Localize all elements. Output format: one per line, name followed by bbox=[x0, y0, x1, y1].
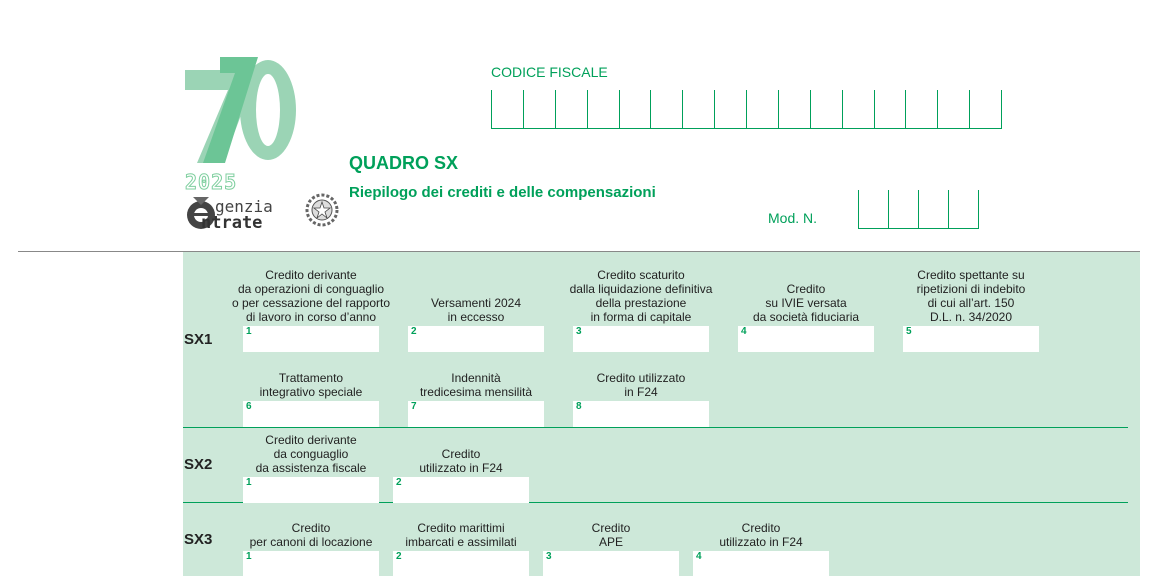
char-cell[interactable] bbox=[556, 90, 588, 128]
sx1-field-7-label: Indennità tredicesima mensilità bbox=[419, 371, 533, 399]
sx3-field-4-label: Credito utilizzato in F24 bbox=[719, 521, 803, 549]
char-cell[interactable] bbox=[970, 90, 1002, 128]
sx1-field-6-label: Trattamento integrativo speciale bbox=[259, 371, 363, 399]
agency-e-icon bbox=[187, 197, 215, 229]
char-cell[interactable] bbox=[588, 90, 620, 128]
sx2-field-1-input[interactable]: 1 bbox=[243, 477, 379, 503]
sx1-field-1-input[interactable]: 1 bbox=[243, 326, 379, 352]
sx1-field-2-label: Versamenti 2024 in eccesso bbox=[430, 296, 522, 324]
field-number: 3 bbox=[546, 551, 552, 562]
field-number: 1 bbox=[246, 326, 252, 337]
field-number: 2 bbox=[411, 326, 417, 337]
sx1-field-7-input[interactable]: 7 bbox=[408, 401, 544, 427]
modello-770-logo bbox=[185, 57, 296, 163]
page-subtitle: Riepilogo dei crediti e delle compensazi… bbox=[349, 184, 656, 201]
sx3-field-2-label: Credito marittimi imbarcati e assimilati bbox=[405, 521, 517, 549]
sx1-field-5-input[interactable]: 5 bbox=[903, 326, 1039, 352]
field-number: 4 bbox=[696, 551, 702, 562]
divider bbox=[183, 502, 1128, 503]
sx3-field-3-input[interactable]: 3 bbox=[543, 551, 679, 577]
row-label-sx2: SX2 bbox=[184, 456, 213, 473]
char-cell[interactable] bbox=[843, 90, 875, 128]
sx1-field-6-input[interactable]: 6 bbox=[243, 401, 379, 427]
char-cell[interactable] bbox=[651, 90, 684, 128]
sx2-field-2-label: Credito utilizzato in F24 bbox=[419, 447, 503, 475]
sx1-field-8-input[interactable]: 8 bbox=[573, 401, 709, 427]
row-label-sx3: SX3 bbox=[184, 531, 213, 548]
char-cell[interactable] bbox=[492, 90, 524, 128]
char-cell[interactable] bbox=[919, 190, 949, 228]
sx2-field-2-input[interactable]: 2 bbox=[393, 477, 529, 503]
sx3-field-1-input[interactable]: 1 bbox=[243, 551, 379, 577]
char-cell[interactable] bbox=[811, 90, 843, 128]
field-number: 4 bbox=[741, 326, 747, 337]
codice-fiscale-label: CODICE FISCALE bbox=[491, 64, 608, 80]
republic-emblem-icon bbox=[305, 193, 339, 227]
logo-year: 2025 bbox=[184, 170, 238, 195]
sx1-field-5-label: Credito spettante su ripetizioni di inde… bbox=[916, 268, 1026, 324]
sx3-field-1-label: Credito per canoni di locazione bbox=[249, 521, 373, 549]
sx2-field-1-label: Credito derivante da conguaglio da assis… bbox=[255, 433, 367, 475]
char-cell[interactable] bbox=[889, 190, 919, 228]
char-cell[interactable] bbox=[859, 190, 889, 228]
sx1-field-2-input[interactable]: 2 bbox=[408, 326, 544, 352]
field-number: 3 bbox=[576, 326, 582, 337]
char-cell[interactable] bbox=[875, 90, 907, 128]
char-cell[interactable] bbox=[620, 90, 652, 128]
mod-n-label: Mod. N. bbox=[768, 210, 818, 226]
sx1-field-3-label: Credito scaturito dalla liquidazione def… bbox=[569, 268, 713, 324]
char-cell[interactable] bbox=[683, 90, 716, 128]
field-number: 2 bbox=[396, 477, 402, 488]
page-title: QUADRO SX bbox=[349, 153, 459, 173]
sx3-field-2-input[interactable]: 2 bbox=[393, 551, 529, 577]
sx1-field-8-label: Credito utilizzato in F24 bbox=[596, 371, 686, 399]
sx3-field-4-input[interactable]: 4 bbox=[693, 551, 829, 577]
char-cell[interactable] bbox=[906, 90, 939, 128]
field-number: 1 bbox=[246, 551, 252, 562]
sx1-field-4-input[interactable]: 4 bbox=[738, 326, 874, 352]
char-cell[interactable] bbox=[524, 90, 556, 128]
field-number: 2 bbox=[396, 551, 402, 562]
agenzia-entrate-logo: genzia ntrate bbox=[183, 193, 343, 233]
sx1-field-4-label: Credito su IVIE versata da società fiduc… bbox=[752, 282, 860, 324]
char-cell[interactable] bbox=[949, 190, 979, 228]
field-number: 8 bbox=[576, 401, 582, 412]
mod-n-input[interactable] bbox=[858, 190, 979, 229]
field-number: 5 bbox=[906, 326, 912, 337]
divider bbox=[18, 251, 1140, 252]
char-cell[interactable] bbox=[747, 90, 779, 128]
field-number: 6 bbox=[246, 401, 252, 412]
codice-fiscale-input[interactable] bbox=[491, 90, 1002, 129]
row-label-sx1: SX1 bbox=[184, 331, 213, 348]
divider bbox=[183, 427, 1128, 428]
field-number: 1 bbox=[246, 477, 252, 488]
sx1-field-1-label: Credito derivante da operazioni di congu… bbox=[231, 268, 391, 324]
sx1-field-3-input[interactable]: 3 bbox=[573, 326, 709, 352]
field-number: 7 bbox=[411, 401, 417, 412]
char-cell[interactable] bbox=[938, 90, 971, 128]
char-cell[interactable] bbox=[779, 90, 811, 128]
sx3-field-3-label: Credito APE bbox=[591, 521, 631, 549]
char-cell[interactable] bbox=[715, 90, 747, 128]
